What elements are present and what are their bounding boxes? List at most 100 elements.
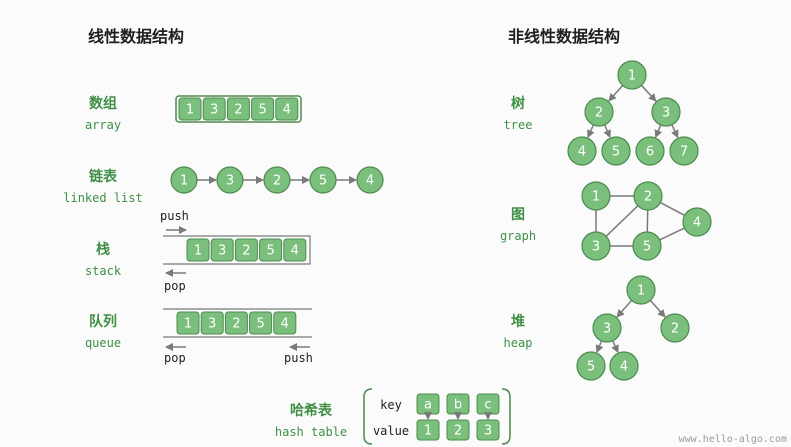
linear-structures-title: 线性数据结构 <box>88 27 184 46</box>
tree-node-value: 1 <box>628 69 636 84</box>
queue-pop-label: pop <box>164 351 186 365</box>
tree-node <box>601 136 631 166</box>
array-cell <box>226 97 250 121</box>
stack-cell-value: 4 <box>291 244 299 259</box>
queue-label-en: queue <box>85 336 121 350</box>
array-label-zh: 数组 <box>89 95 117 112</box>
graph-label-zh: 图 <box>511 207 525 223</box>
hash-table-label-en: hash table <box>275 425 347 439</box>
graph-edge <box>660 201 685 217</box>
stack-push-label: push <box>160 209 189 223</box>
array-cell <box>251 97 275 121</box>
queue-cell <box>273 311 297 335</box>
tree-label-en: tree <box>504 118 533 132</box>
queue-cell-value: 1 <box>184 317 192 332</box>
hash-key-cell-value: b <box>454 398 462 413</box>
linked-list-node <box>216 166 244 194</box>
hash-value-cell <box>416 419 440 441</box>
tree-label-zh: 树 <box>511 95 525 112</box>
heap-node <box>626 275 656 305</box>
hash-table-left-bracket <box>363 388 373 445</box>
array-cell-value: 4 <box>283 103 291 118</box>
graph-node <box>682 207 712 237</box>
stack-container <box>163 235 311 265</box>
stack-cell-value: 2 <box>242 244 250 259</box>
hash-value-cell-value: 3 <box>484 424 492 439</box>
heap-node-value: 1 <box>637 284 645 299</box>
watermark: www.hello-algo.com <box>678 434 787 445</box>
graph-edge <box>605 205 639 237</box>
stack-cell-value: 1 <box>194 244 202 259</box>
array-cell <box>275 97 299 121</box>
queue-label-zh: 队列 <box>89 313 117 330</box>
tree-node <box>669 136 699 166</box>
hash-table-right-bracket <box>501 388 511 445</box>
tree-edge <box>587 124 595 139</box>
linked-list-node-value: 1 <box>180 174 188 189</box>
stack-cell-value: 3 <box>218 244 226 259</box>
heap-node-value: 4 <box>620 360 628 375</box>
heap-edge <box>611 340 619 354</box>
heap-node <box>660 313 690 343</box>
queue-cell-value: 4 <box>281 317 289 332</box>
stack-cell <box>234 238 258 262</box>
tree-node-value: 6 <box>646 145 654 160</box>
tree-node <box>617 60 647 90</box>
tree-edge <box>640 84 657 102</box>
tree-node <box>584 97 614 127</box>
graph-node-value: 3 <box>592 240 600 255</box>
hash-key-label: key <box>380 398 402 412</box>
stack-cell-value: 5 <box>266 244 274 259</box>
array-cell <box>178 97 202 121</box>
array-cell <box>202 97 226 121</box>
queue-cell <box>176 311 200 335</box>
stack-cell <box>259 238 283 262</box>
array-cell-value: 2 <box>234 103 242 118</box>
tree-edge <box>671 124 679 139</box>
heap-node <box>609 351 639 381</box>
graph-node <box>632 231 662 261</box>
linked-list-node <box>309 166 337 194</box>
tree-node-value: 3 <box>662 106 670 121</box>
nonlinear-structures-title: 非线性数据结构 <box>508 27 620 46</box>
queue-cell <box>200 311 224 335</box>
tree-node-value: 5 <box>612 145 620 160</box>
queue-cell <box>249 311 273 335</box>
heap-edge <box>649 299 666 318</box>
hash-key-cell-value: a <box>424 398 432 413</box>
stack-label-en: stack <box>85 264 122 278</box>
tree-node-value: 4 <box>578 145 586 160</box>
queue-cell-value: 3 <box>208 317 216 332</box>
tree-edge <box>654 124 663 139</box>
stack-cell <box>186 238 210 262</box>
heap-label-zh: 堆 <box>511 313 525 330</box>
heap-label-en: heap <box>504 336 533 350</box>
array-label-en: array <box>85 118 121 132</box>
heap-node <box>576 351 606 381</box>
tree-edges <box>587 84 679 139</box>
queue-push-label: push <box>284 351 313 365</box>
hash-key-cell-value: c <box>484 398 491 413</box>
graph-edge <box>659 227 685 241</box>
stack-cells: 1 3 2 5 4 <box>186 238 307 262</box>
linked-list-node <box>356 166 384 194</box>
graph-edges <box>595 195 685 247</box>
graph-node <box>633 181 663 211</box>
stack-pop-label: pop <box>164 279 186 293</box>
queue-cell-value: 5 <box>256 317 264 332</box>
linked-list-node-value: 3 <box>226 174 234 189</box>
tree-edge <box>608 84 624 102</box>
linked-list-node-value: 2 <box>273 174 281 189</box>
heap-edge <box>595 340 604 354</box>
array-cell-value: 3 <box>210 103 218 118</box>
hash-value-cell <box>446 419 470 441</box>
tree-node <box>635 136 665 166</box>
hash-table-label-zh: 哈希表 <box>290 402 333 419</box>
